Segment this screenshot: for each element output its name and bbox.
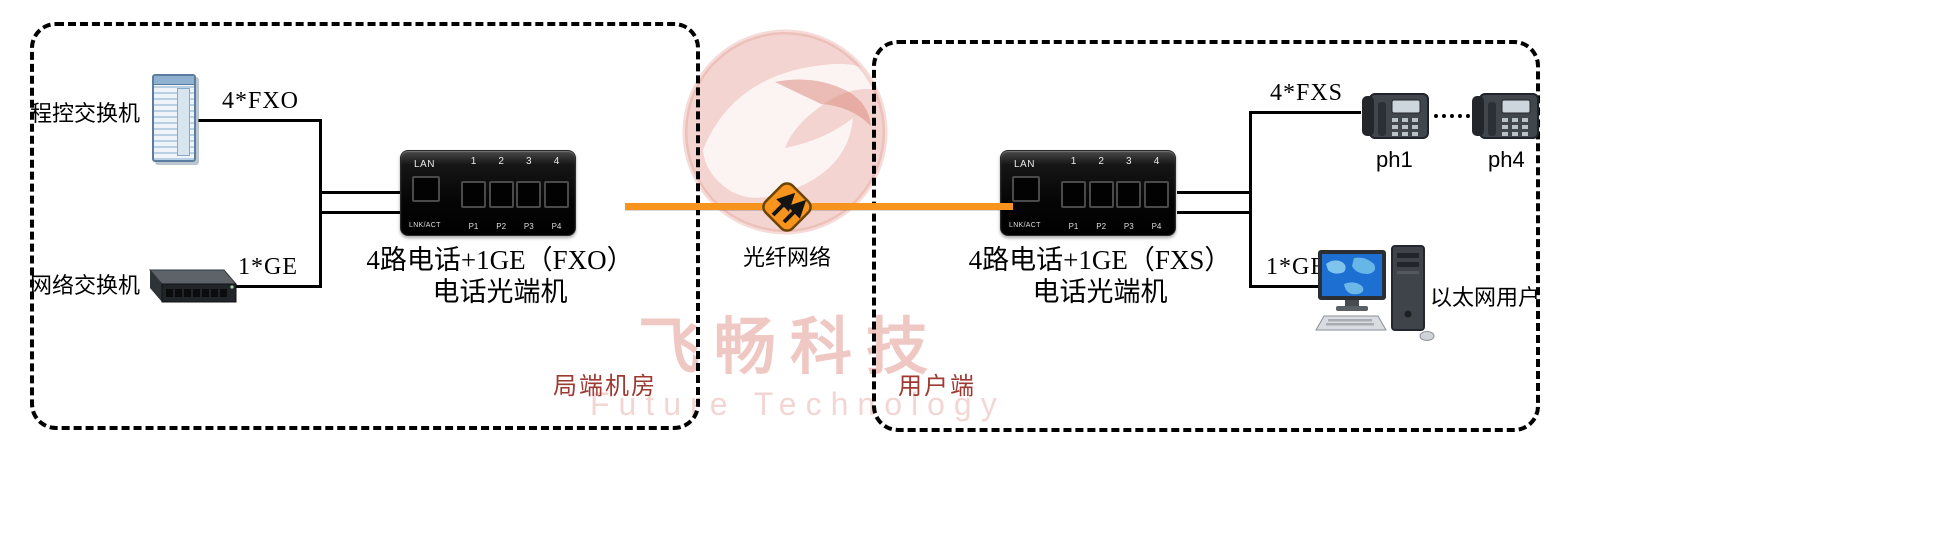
device-lan-port [412,176,440,202]
left-device-uplink-top-line [319,191,402,194]
port-label: P2 [1096,222,1107,231]
rj11-port [461,181,486,208]
switch-label: 网络交换机 [30,273,141,298]
left-device-uplink-bottom-line [319,211,402,214]
device-port-numbers-row: 1 2 3 4 [1061,156,1169,167]
central-office-zone-border [30,22,700,430]
phone-label-ph4: ph4 [1488,147,1525,172]
zone-label-customer: 用户端 [898,374,976,400]
port-label: P4 [1151,222,1162,231]
port-label: P1 [468,222,479,231]
port-label: P3 [523,222,534,231]
network-switch-icon [148,269,238,303]
link-label-1ge-left: 1*GE [238,254,298,280]
left-device-title-line2: 电话光端机 [432,277,568,307]
rj11-port [1116,181,1142,208]
fiber-network-label: 光纤网络 [743,245,832,270]
watermark-subtitle-text: Future Technology [590,386,1006,422]
zone-label-central-office: 局端机房 [553,374,657,400]
right-device-title-line2: 电话光端机 [1032,277,1168,307]
left-device-title-line1: 4路电话+1GE（FXO） [366,245,634,275]
port-number: 3 [1126,156,1132,167]
link-label-4fxo: 4*FXO [222,88,300,114]
port-label: P2 [496,222,507,231]
ethernet-connector-line [1249,285,1320,288]
right-device-downlink-bottom-line [1177,211,1252,214]
rj11-port [1088,181,1114,208]
watermark-brand-text: 飞畅科技 [637,314,942,382]
device-port-jacks-row [461,181,569,208]
right-device-title-line1: 4路电话+1GE（FXS） [968,245,1232,275]
device-lan-port [1012,176,1040,202]
port-label: P4 [551,222,562,231]
right-trunk-vertical-line [1249,111,1252,288]
device-lnkact-label: LNK/ACT [409,222,441,229]
customer-zone-border [872,40,1540,432]
port-number: 2 [498,156,504,167]
port-label: P3 [1123,222,1134,231]
left-trunk-vertical-line [319,119,322,288]
device-port-block: 1 2 3 4 P1 P2 P3 P4 [1061,156,1169,231]
rj11-port [516,181,542,208]
pbx-cabinet-top [154,76,194,85]
rj11-port [488,181,514,208]
link-label-1ge-right: 1*GE [1266,254,1326,280]
device-port-jacks-row [1061,181,1169,208]
pbx-connector-line [198,119,322,122]
rj11-port [1061,181,1086,208]
telephone-icon-ph4 [1472,93,1539,139]
port-number: 1 [470,156,477,167]
port-number: 1 [1070,156,1077,167]
fiber-link-line [625,203,1013,210]
phones-ellipsis-dotted-line [1434,114,1470,118]
device-lnkact-label: LNK/ACT [1009,222,1041,229]
brand-logo-watermark [682,29,888,235]
switch-connector-line [234,285,322,288]
right-device-downlink-top-line [1177,191,1252,194]
port-label: P1 [1068,222,1079,231]
device-lan-label: LAN [414,159,435,170]
device-port-labels-row: P1 P2 P3 P4 [1061,222,1169,231]
phone-label-ph1: ph1 [1376,147,1413,172]
device-port-numbers-row: 1 2 3 4 [461,156,569,167]
port-number: 2 [1098,156,1104,167]
device-port-block: 1 2 3 4 P1 P2 P3 P4 [461,156,569,231]
fiber-network-icon [762,182,812,232]
device-port-labels-row: P1 P2 P3 P4 [461,222,569,231]
pbx-label: 程控交换机 [30,101,141,126]
port-number: 3 [526,156,532,167]
ethernet-user-label: 以太网用户 [1430,285,1541,310]
pbx-cabinet-icon [152,74,196,162]
link-label-4fxs: 4*FXS [1270,80,1344,106]
optical-terminal-left: LAN LNK/ACT 1 2 3 4 P1 P2 P3 P4 [400,150,576,236]
telephone-icon-ph1 [1362,93,1429,139]
port-number: 4 [553,156,560,167]
phones-connector-line [1249,111,1361,114]
device-lan-label: LAN [1014,159,1035,170]
rj11-port [1143,181,1169,208]
pbx-cabinet-panel [177,88,190,156]
computer-icon [1315,245,1435,341]
port-number: 4 [1153,156,1160,167]
optical-terminal-right: LAN LNK/ACT 1 2 3 4 P1 P2 P3 P4 [1000,150,1176,236]
rj11-port [543,181,569,208]
